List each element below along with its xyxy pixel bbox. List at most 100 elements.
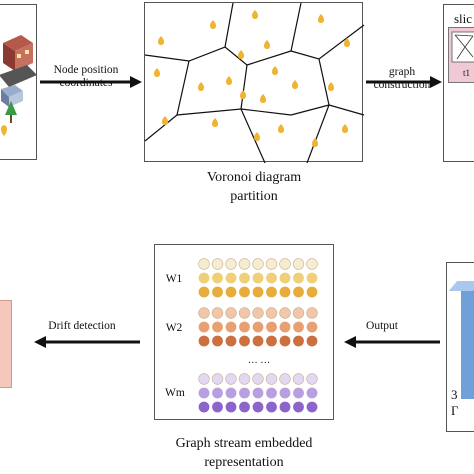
embedding-dot — [212, 335, 223, 347]
embedding-dot — [279, 335, 291, 347]
embedding-caption-line-2: representation — [204, 455, 284, 470]
node-marker-icon — [328, 82, 334, 91]
embedding-dot — [279, 321, 291, 333]
node-marker-icon — [264, 40, 270, 49]
graph-construction-line-1: graph — [388, 66, 416, 78]
node-marker-icon — [210, 20, 216, 29]
slice-panel: t1 — [448, 27, 474, 83]
embedding-dot — [225, 373, 237, 385]
node-marker-icon — [260, 94, 266, 103]
embedding-dot — [279, 373, 291, 385]
embedding-dot — [198, 373, 210, 385]
embedding-dot — [292, 258, 305, 270]
embedding-dot — [306, 321, 318, 333]
row-label-w1: W1 — [165, 273, 183, 285]
row-label-w2: W2 — [165, 322, 183, 334]
embedding-dot — [238, 258, 251, 270]
tensor-block — [461, 289, 474, 399]
output-label: Output — [366, 320, 398, 332]
embedding-dot — [198, 335, 210, 347]
node-marker-icon — [240, 90, 246, 99]
slice-graph-icon — [451, 31, 474, 63]
slice-label: slic — [454, 11, 473, 26]
drift-detection-label: Drift detection — [48, 320, 116, 332]
embedding-dot — [252, 373, 264, 385]
embedding-dot — [252, 401, 264, 413]
embedding-dot — [292, 373, 305, 385]
embedding-dot — [306, 401, 318, 413]
embedding-dot — [265, 373, 278, 385]
drift-output-box — [0, 300, 12, 388]
embedding-dot — [225, 286, 237, 298]
embedding-dot — [306, 387, 318, 399]
embedding-dot — [266, 272, 277, 284]
embedding-caption-line-1: Graph stream embedded — [175, 436, 313, 451]
embedding-dot — [212, 272, 223, 284]
embedding-dot — [225, 321, 237, 333]
embedding-dot — [279, 401, 291, 413]
tensor-label: 3 — [451, 387, 458, 402]
embedding-dot — [252, 286, 264, 298]
node-marker-icon — [226, 76, 232, 85]
embedding-dot — [239, 401, 250, 413]
embedding-dot — [293, 401, 304, 413]
embedding-dot — [265, 307, 278, 319]
tensor-box: 3 Γ — [446, 262, 474, 432]
node-position-label: Node position coordinates — [38, 64, 134, 90]
embedding-dot — [292, 307, 305, 319]
embedding-dot — [212, 387, 223, 399]
city-icon — [0, 35, 37, 136]
tensor-label-2: Γ — [451, 403, 459, 418]
embedding-dot — [279, 387, 291, 399]
embedding-dot — [293, 272, 304, 284]
embedding-dot — [225, 401, 237, 413]
embedding-box: W1 W2 Wm ··· ··· — [154, 244, 334, 420]
embedding-dot — [211, 307, 224, 319]
voronoi-caption: Voronoi diagram partition — [154, 168, 354, 206]
node-marker-icon — [272, 66, 278, 75]
embedding-dot — [293, 387, 304, 399]
embedding-dot — [225, 307, 237, 319]
embedding-dot — [198, 272, 210, 284]
embedding-dot — [211, 373, 224, 385]
embedding-dot — [239, 272, 250, 284]
embedding-dot — [225, 258, 237, 270]
node-position-line-1: Node position — [53, 64, 119, 76]
node-marker-icon — [342, 124, 348, 133]
embedding-dot — [266, 401, 277, 413]
embedding-dot — [212, 401, 223, 413]
embedding-dot — [198, 258, 210, 270]
embedding-dot — [293, 335, 304, 347]
embedding-dot — [293, 321, 304, 333]
voronoi-caption-line-1: Voronoi diagram — [206, 170, 302, 185]
slice-sub-label: t1 — [463, 68, 471, 78]
embedding-dot — [198, 321, 210, 333]
node-marker-icon — [254, 132, 260, 141]
node-marker-icon — [158, 36, 164, 45]
embedding-dot — [239, 387, 250, 399]
embedding-dot-grid — [198, 258, 318, 413]
embedding-dot — [252, 387, 264, 399]
embedding-dot — [306, 335, 318, 347]
node-marker-icon — [212, 118, 218, 127]
embedding-dot — [279, 307, 291, 319]
embedding-dot — [306, 373, 318, 385]
embedding-dot — [306, 258, 318, 270]
embedding-dot — [225, 335, 237, 347]
embedding-dot — [238, 307, 251, 319]
node-marker-icon — [162, 116, 168, 125]
voronoi-box — [144, 2, 365, 164]
voronoi-diagram — [144, 2, 365, 164]
embedding-dot — [266, 335, 277, 347]
embedding-dot — [198, 401, 210, 413]
tensor-block-top — [448, 281, 474, 291]
embedding-dot — [279, 272, 291, 284]
embedding-dot — [225, 272, 237, 284]
embedding-dot — [266, 286, 277, 298]
node-marker-icon — [278, 124, 284, 133]
embedding-dot — [198, 387, 210, 399]
node-marker-icon — [252, 10, 258, 19]
embedding-dot — [239, 286, 250, 298]
